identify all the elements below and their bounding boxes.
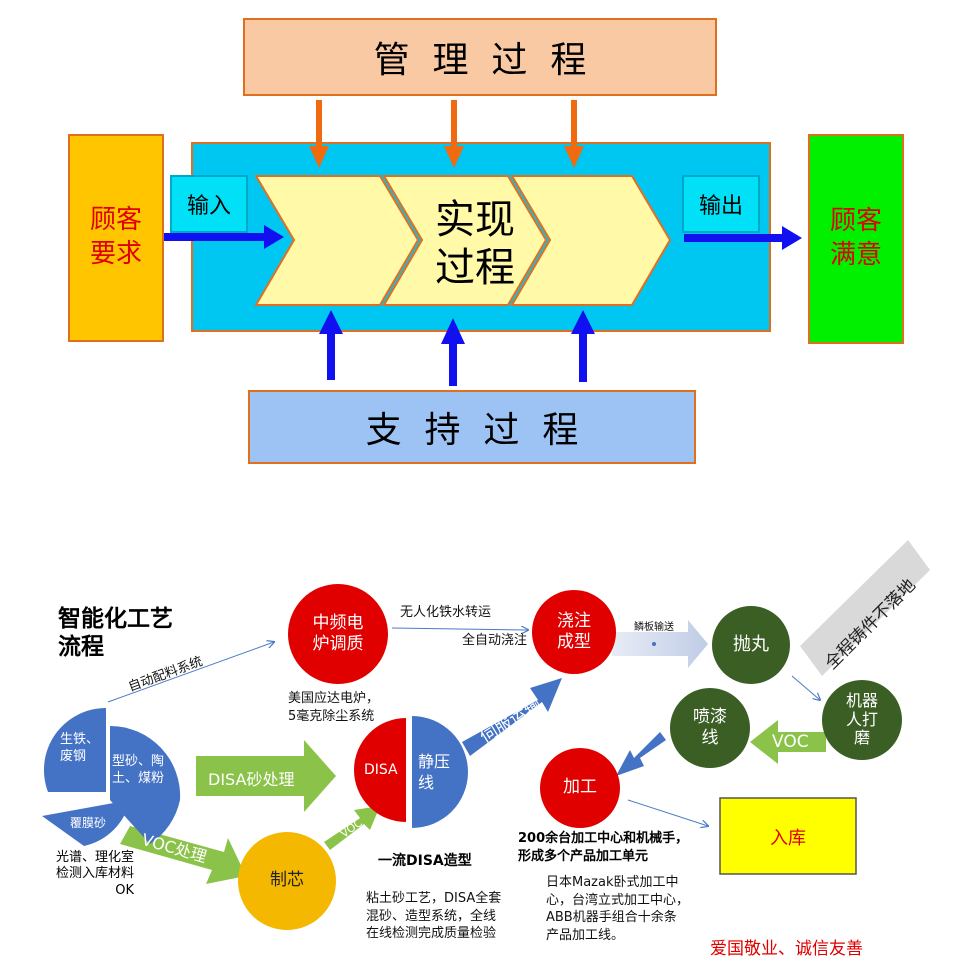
sand-clay-segment [110,725,181,800]
no-ground-banner-shape [800,540,930,676]
pig-iron-label: 生铁、 废钢 [60,732,100,764]
output-label: 输出 [698,194,743,219]
shot-to-robot-line [791,675,820,700]
pouring-label: 浇注 成型 [557,610,591,652]
shot-blast-node: 抛丸 [712,606,790,684]
warehouse-box [719,797,857,875]
customer-requirements-label: 顾客 要求 [89,205,142,269]
coated-sand-segment [42,800,130,846]
pig-iron-segment [43,707,106,792]
chevron-1 [254,175,420,306]
furnace-node: 中频电 炉调质 [288,584,388,684]
disa-sand-treatment-label: DISA砂处理 [208,770,295,789]
management-process-label: 管 理 过 程 [373,40,587,81]
disa-label: DISA [364,762,398,778]
core-making-node: 制芯 [238,832,336,930]
voc-small-arrow [324,806,380,850]
furnace-to-pouring-line [391,628,528,630]
customer-satisfaction-box: 顾客 满意 [808,134,904,344]
chain-plate-arrow [612,620,708,668]
chevron-3 [510,175,672,306]
disa-molding-label: 一流DISA造型 [378,853,472,869]
sand-clay-lower [110,800,180,844]
auto-pouring-label: 全自动浇注 [462,633,528,648]
management-process-box: 管 理 过 程 [243,18,717,96]
core-making-label: 制芯 [270,870,304,891]
disa-left-half [354,718,406,822]
auto-batching-line [107,642,274,703]
management-arrows [309,100,584,168]
spray-paint-node: 喷漆 线 [670,688,750,768]
disa-right-half [412,716,468,828]
machining-to-warehouse-line [627,799,708,826]
coated-sand-label: 覆膜砂 [70,816,107,830]
lab-note: 光谱、理化室 检测入库材料 OK [55,850,134,898]
furnace-label: 中频电 炉调质 [312,612,364,654]
spray-paint-label: 喷漆 线 [693,706,727,748]
shot-blast-label: 抛丸 [733,633,769,655]
static-press-line-label: 静压 线 [418,752,451,792]
robot-grinding-label: 机器 人打 磨 [845,691,878,748]
disa-sand-arrow [196,740,336,812]
warehouse-label: 入库 [770,828,806,849]
machining-label: 加工 [563,777,597,798]
input-box: 输入 [170,175,248,233]
chevron-2 [382,175,548,306]
spray-to-machining-arrow [616,732,666,776]
realization-process-label: 实现 过程 [435,197,515,291]
voc-right-arrow [750,720,826,764]
output-box: 输出 [682,175,760,233]
support-process-box: 支 持 过 程 [248,390,696,464]
customer-satisfaction-label: 顾客 满意 [829,206,882,270]
voc-right-label: VOC [772,732,809,752]
support-process-label: 支 持 过 程 [365,410,579,451]
input-arrow [164,225,284,249]
output-arrow [684,226,802,250]
robot-grinding-node: 机器 人打 磨 [822,680,902,760]
machining-centers-label: 200余台加工中心和机械手， 形成多个产品加工单元 [518,831,689,864]
servo-transport-arrow [462,678,562,756]
chain-plate-label: 鳞板输送 [634,622,674,633]
process-title: 智能化工艺 流程 [58,606,173,660]
machining-node: 加工 [540,748,620,828]
sand-clay-label: 型砂、陶 土、煤粉 [112,754,165,786]
input-label: 输入 [186,194,231,219]
support-arrows [319,310,595,386]
machining-note: 日本Mazak卧式加工中 心，台湾立式加工中心， ABB机器手组合十余条 产品加… [546,875,690,943]
customer-requirements-box: 顾客 要求 [68,134,164,342]
pouring-node: 浇注 成型 [532,590,616,674]
disa-note: 粘土砂工艺，DISA全套 混砂、造型系统，全线 在线检测完成质量检验 [366,891,502,942]
slogan: 爱国敬业、诚信友善 [710,939,863,959]
furnace-note: 美国应达电炉， 5毫克除尘系统 [288,691,380,724]
unmanned-transfer-label: 无人化铁水转运 [400,605,492,620]
